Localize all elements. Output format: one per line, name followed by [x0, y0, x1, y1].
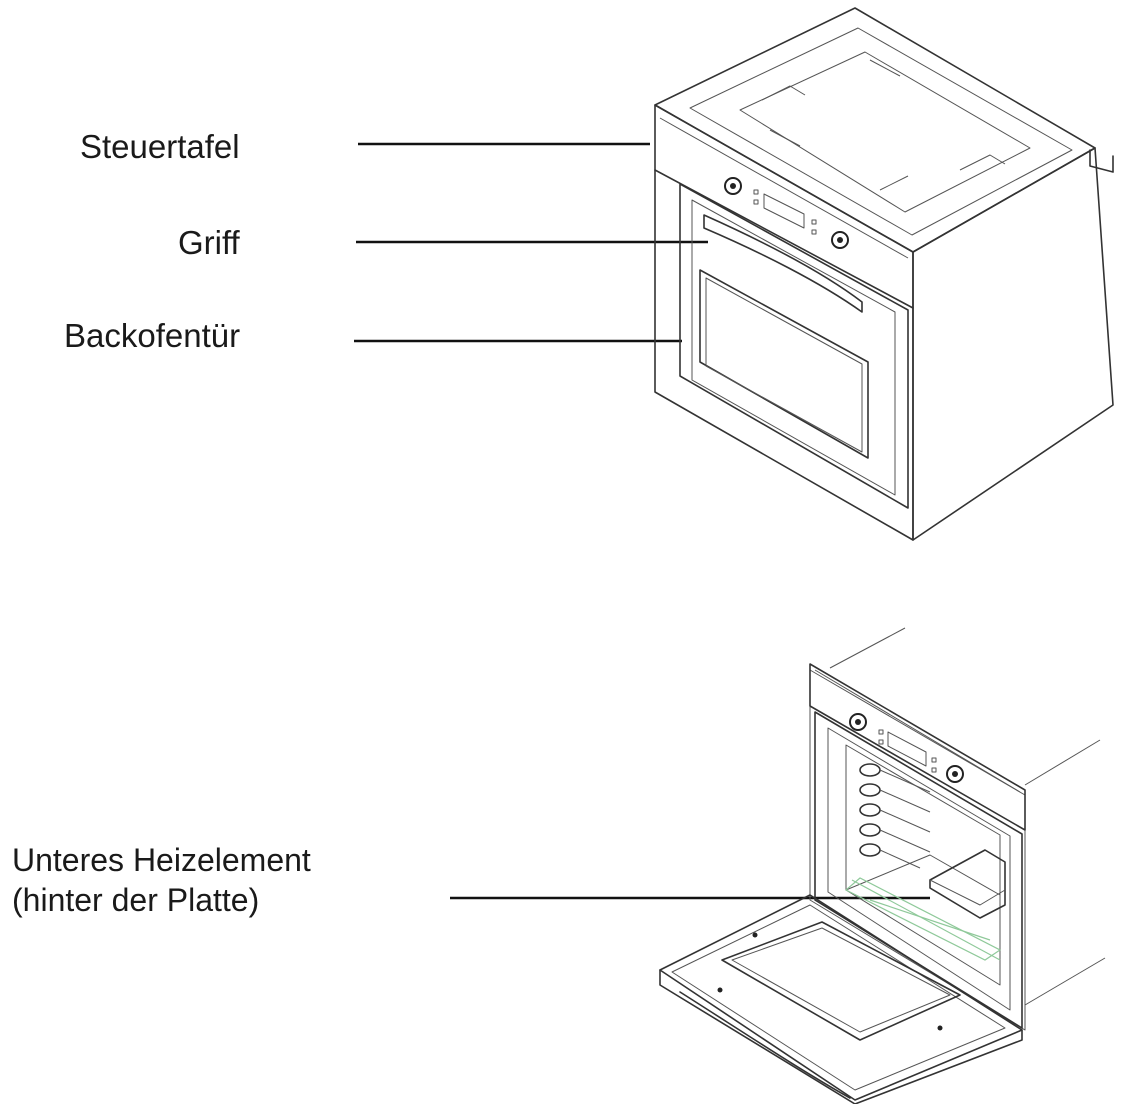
- oven-closed-door-window: [699, 269, 869, 459]
- oven-closed-control-panel: [654, 169, 914, 309]
- oven-closed-top: [654, 7, 1096, 253]
- oven-open-display: [887, 731, 927, 767]
- oven-closed-handle: [703, 214, 863, 313]
- label-lower-heating-element-line1: Unteres Heizelement: [12, 842, 311, 878]
- label-control-panel: Steuertafel: [80, 128, 240, 165]
- oven-open-control-panel: [809, 663, 1026, 831]
- oven-closed-front: [654, 104, 914, 541]
- oven-open-door: [659, 894, 1023, 1101]
- label-oven-door: Backofentür: [64, 317, 241, 354]
- oven-closed-top-tray: [689, 27, 1073, 236]
- oven-open-rack-supports: [859, 763, 931, 869]
- oven-open-door-window: [721, 921, 961, 1041]
- label-lower-heating-element: Unteres Heizelement (hinter der Platte): [12, 840, 311, 920]
- oven-open-cavity-frame: [814, 711, 1023, 1029]
- oven-closed-top-inner: [739, 51, 1031, 213]
- oven-open: [659, 627, 1106, 1104]
- oven-closed: [654, 7, 1114, 541]
- oven-closed-display: [763, 193, 805, 229]
- label-handle: Griff: [178, 224, 240, 261]
- oven-closed-door: [679, 183, 909, 509]
- oven-closed-side: [912, 147, 1114, 541]
- oven-open-cavity: [845, 744, 1001, 986]
- oven-open-tray: [929, 849, 1006, 919]
- label-lower-heating-element-line2: (hinter der Platte): [12, 882, 260, 918]
